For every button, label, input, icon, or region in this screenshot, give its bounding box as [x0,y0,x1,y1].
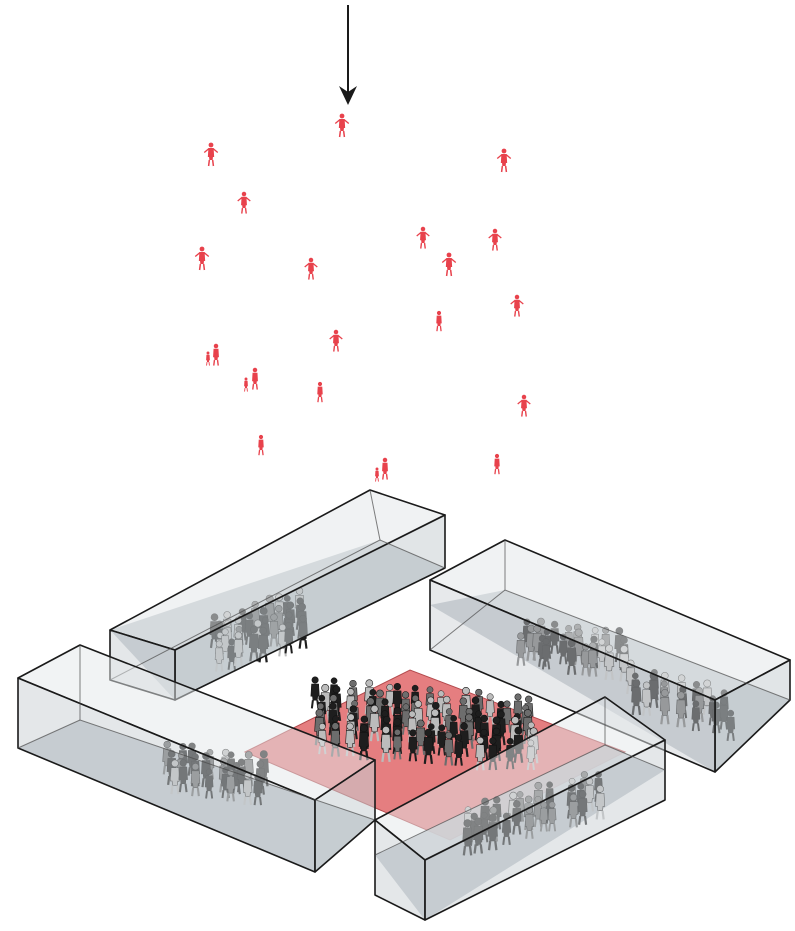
red-person-figure [317,382,322,402]
red-person-figure [195,247,209,270]
red-person-figure [489,229,502,251]
red-person-figure [442,253,456,276]
red-person-figure [335,114,349,137]
red-person-figure [436,311,441,331]
red-person-figure [375,468,379,482]
red-person-figure [258,435,263,455]
red-person-figure [497,149,511,172]
red-person-figure [330,330,343,352]
red-person-figure [494,454,499,474]
red-person-figure [417,227,430,249]
red-person-figure [244,378,248,392]
red-person-figure [252,368,258,390]
red-person-figure [518,395,531,417]
red-person-figure [204,143,218,166]
red-person-figure [382,458,388,480]
red-person-figure [305,258,318,280]
red-person-figure [511,295,524,317]
back-left-volume [110,490,445,700]
red-person-figure [238,192,251,214]
downward-arrow [339,5,357,105]
red-person-figures [195,114,530,482]
red-person-figure [213,344,219,366]
red-person-figure [206,352,210,366]
